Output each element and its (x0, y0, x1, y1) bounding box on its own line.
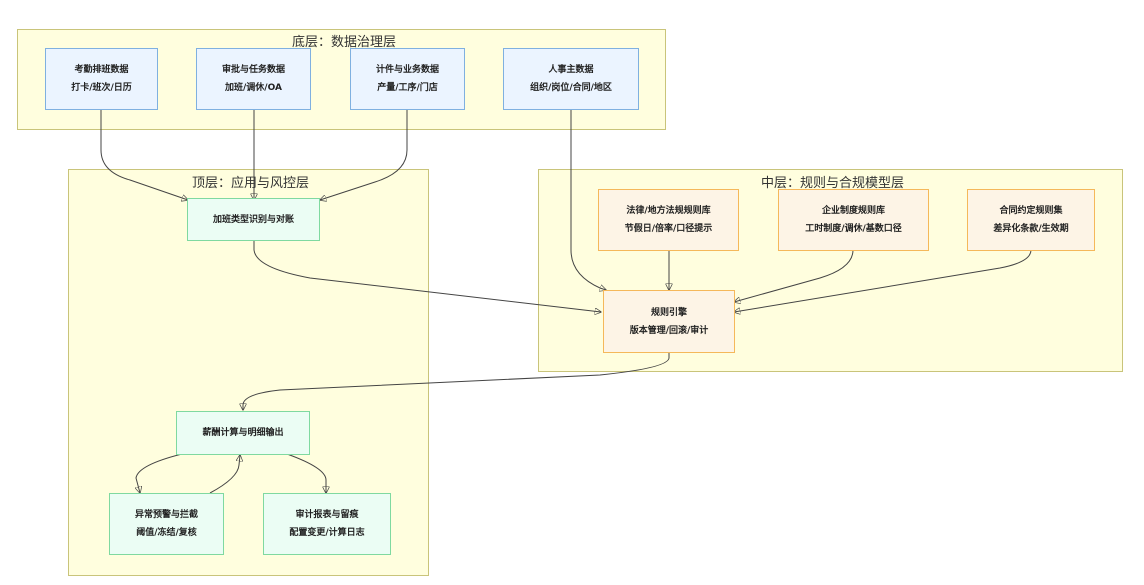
node-subtitle: 工时制度/调休/基数口径 (805, 224, 902, 234)
node-title: 人事主数据 (548, 65, 594, 75)
node-hr-master-data[interactable]: 人事主数据 组织/岗位/合同/地区 (503, 48, 639, 110)
node-title: 审计报表与留痕 (295, 510, 359, 520)
node-piecework-business-data[interactable]: 计件与业务数据 产量/工序/门店 (350, 48, 465, 110)
group-title: 中层：规则与合规模型层 (761, 176, 905, 191)
node-payroll-calculation[interactable]: 薪酬计算与明细输出 (176, 411, 310, 455)
node-title: 异常预警与拦截 (134, 510, 198, 520)
node-title: 企业制度规则库 (821, 206, 885, 216)
node-title: 计件与业务数据 (375, 65, 439, 75)
node-attendance-data[interactable]: 考勤排班数据 打卡/班次/日历 (45, 48, 158, 110)
node-law-rules-library[interactable]: 法律/地方法规规则库 节假日/倍率/口径提示 (598, 189, 739, 251)
node-title: 考勤排班数据 (74, 65, 129, 75)
node-anomaly-alert[interactable]: 异常预警与拦截 阈值/冻结/复核 (109, 493, 224, 555)
node-title: 审批与任务数据 (221, 65, 285, 75)
node-rule-engine[interactable]: 规则引擎 版本管理/回滚/审计 (603, 290, 735, 353)
node-title: 规则引擎 (650, 307, 687, 318)
node-subtitle: 阈值/冻结/复核 (136, 528, 197, 538)
node-subtitle: 加班/调休/OA (225, 83, 282, 93)
node-title: 加班类型识别与对账 (212, 214, 294, 225)
group-title: 顶层：应用与风控层 (192, 176, 310, 191)
node-subtitle: 配置变更/计算日志 (289, 528, 365, 538)
node-subtitle: 差异化条款/生效期 (993, 224, 1069, 234)
node-contract-rules-set[interactable]: 合同约定规则集 差异化条款/生效期 (967, 189, 1095, 251)
node-ot-type-recognition[interactable]: 加班类型识别与对账 (187, 198, 320, 241)
node-title: 法律/地方法规规则库 (626, 206, 711, 216)
group-title: 底层：数据治理层 (292, 35, 397, 50)
node-title: 薪酬计算与明细输出 (202, 428, 284, 438)
node-subtitle: 打卡/班次/日历 (71, 83, 132, 93)
node-corporate-rules-library[interactable]: 企业制度规则库 工时制度/调休/基数口径 (778, 189, 929, 251)
node-title: 合同约定规则集 (999, 206, 1063, 216)
node-subtitle: 产量/工序/门店 (377, 83, 438, 93)
node-approval-task-data[interactable]: 审批与任务数据 加班/调休/OA (196, 48, 311, 110)
node-subtitle: 组织/岗位/合同/地区 (530, 83, 612, 93)
node-audit-report[interactable]: 审计报表与留痕 配置变更/计算日志 (263, 493, 391, 555)
node-subtitle: 版本管理/回滚/审计 (629, 325, 709, 336)
node-subtitle: 节假日/倍率/口径提示 (624, 224, 713, 234)
